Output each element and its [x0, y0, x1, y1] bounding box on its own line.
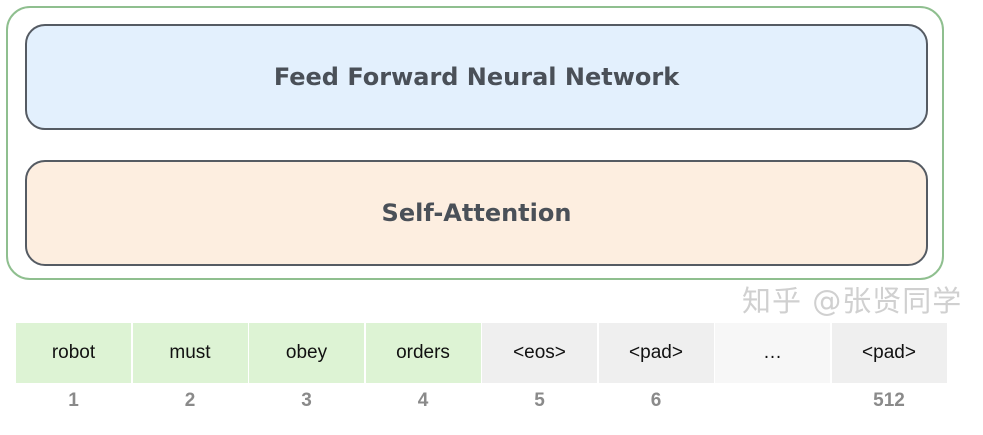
token-cell: …	[715, 323, 830, 383]
feed-forward-layer: Feed Forward Neural Network	[25, 24, 928, 130]
token-cell: must	[132, 323, 248, 383]
token-cell: robot	[16, 323, 131, 383]
watermark: 知乎 @张贤同学	[742, 284, 963, 318]
token-cell: <pad>	[598, 323, 714, 383]
ffnn-label: Feed Forward Neural Network	[273, 63, 680, 91]
position-number: 512	[873, 390, 905, 411]
position-number: 3	[301, 390, 312, 411]
token-cell: <pad>	[831, 323, 947, 383]
self-attention-layer: Self-Attention	[25, 160, 928, 266]
token-cell: orders	[365, 323, 481, 383]
position-number: 6	[650, 390, 662, 411]
attention-label: Self-Attention	[381, 199, 572, 227]
position-number: 2	[184, 390, 196, 411]
token-cell: <eos>	[482, 323, 597, 383]
position-number: 1	[68, 390, 79, 411]
token-cell: obey	[249, 323, 364, 383]
decoder-block	[6, 6, 944, 280]
position-number: 5	[534, 390, 545, 411]
position-number: 4	[417, 390, 429, 411]
